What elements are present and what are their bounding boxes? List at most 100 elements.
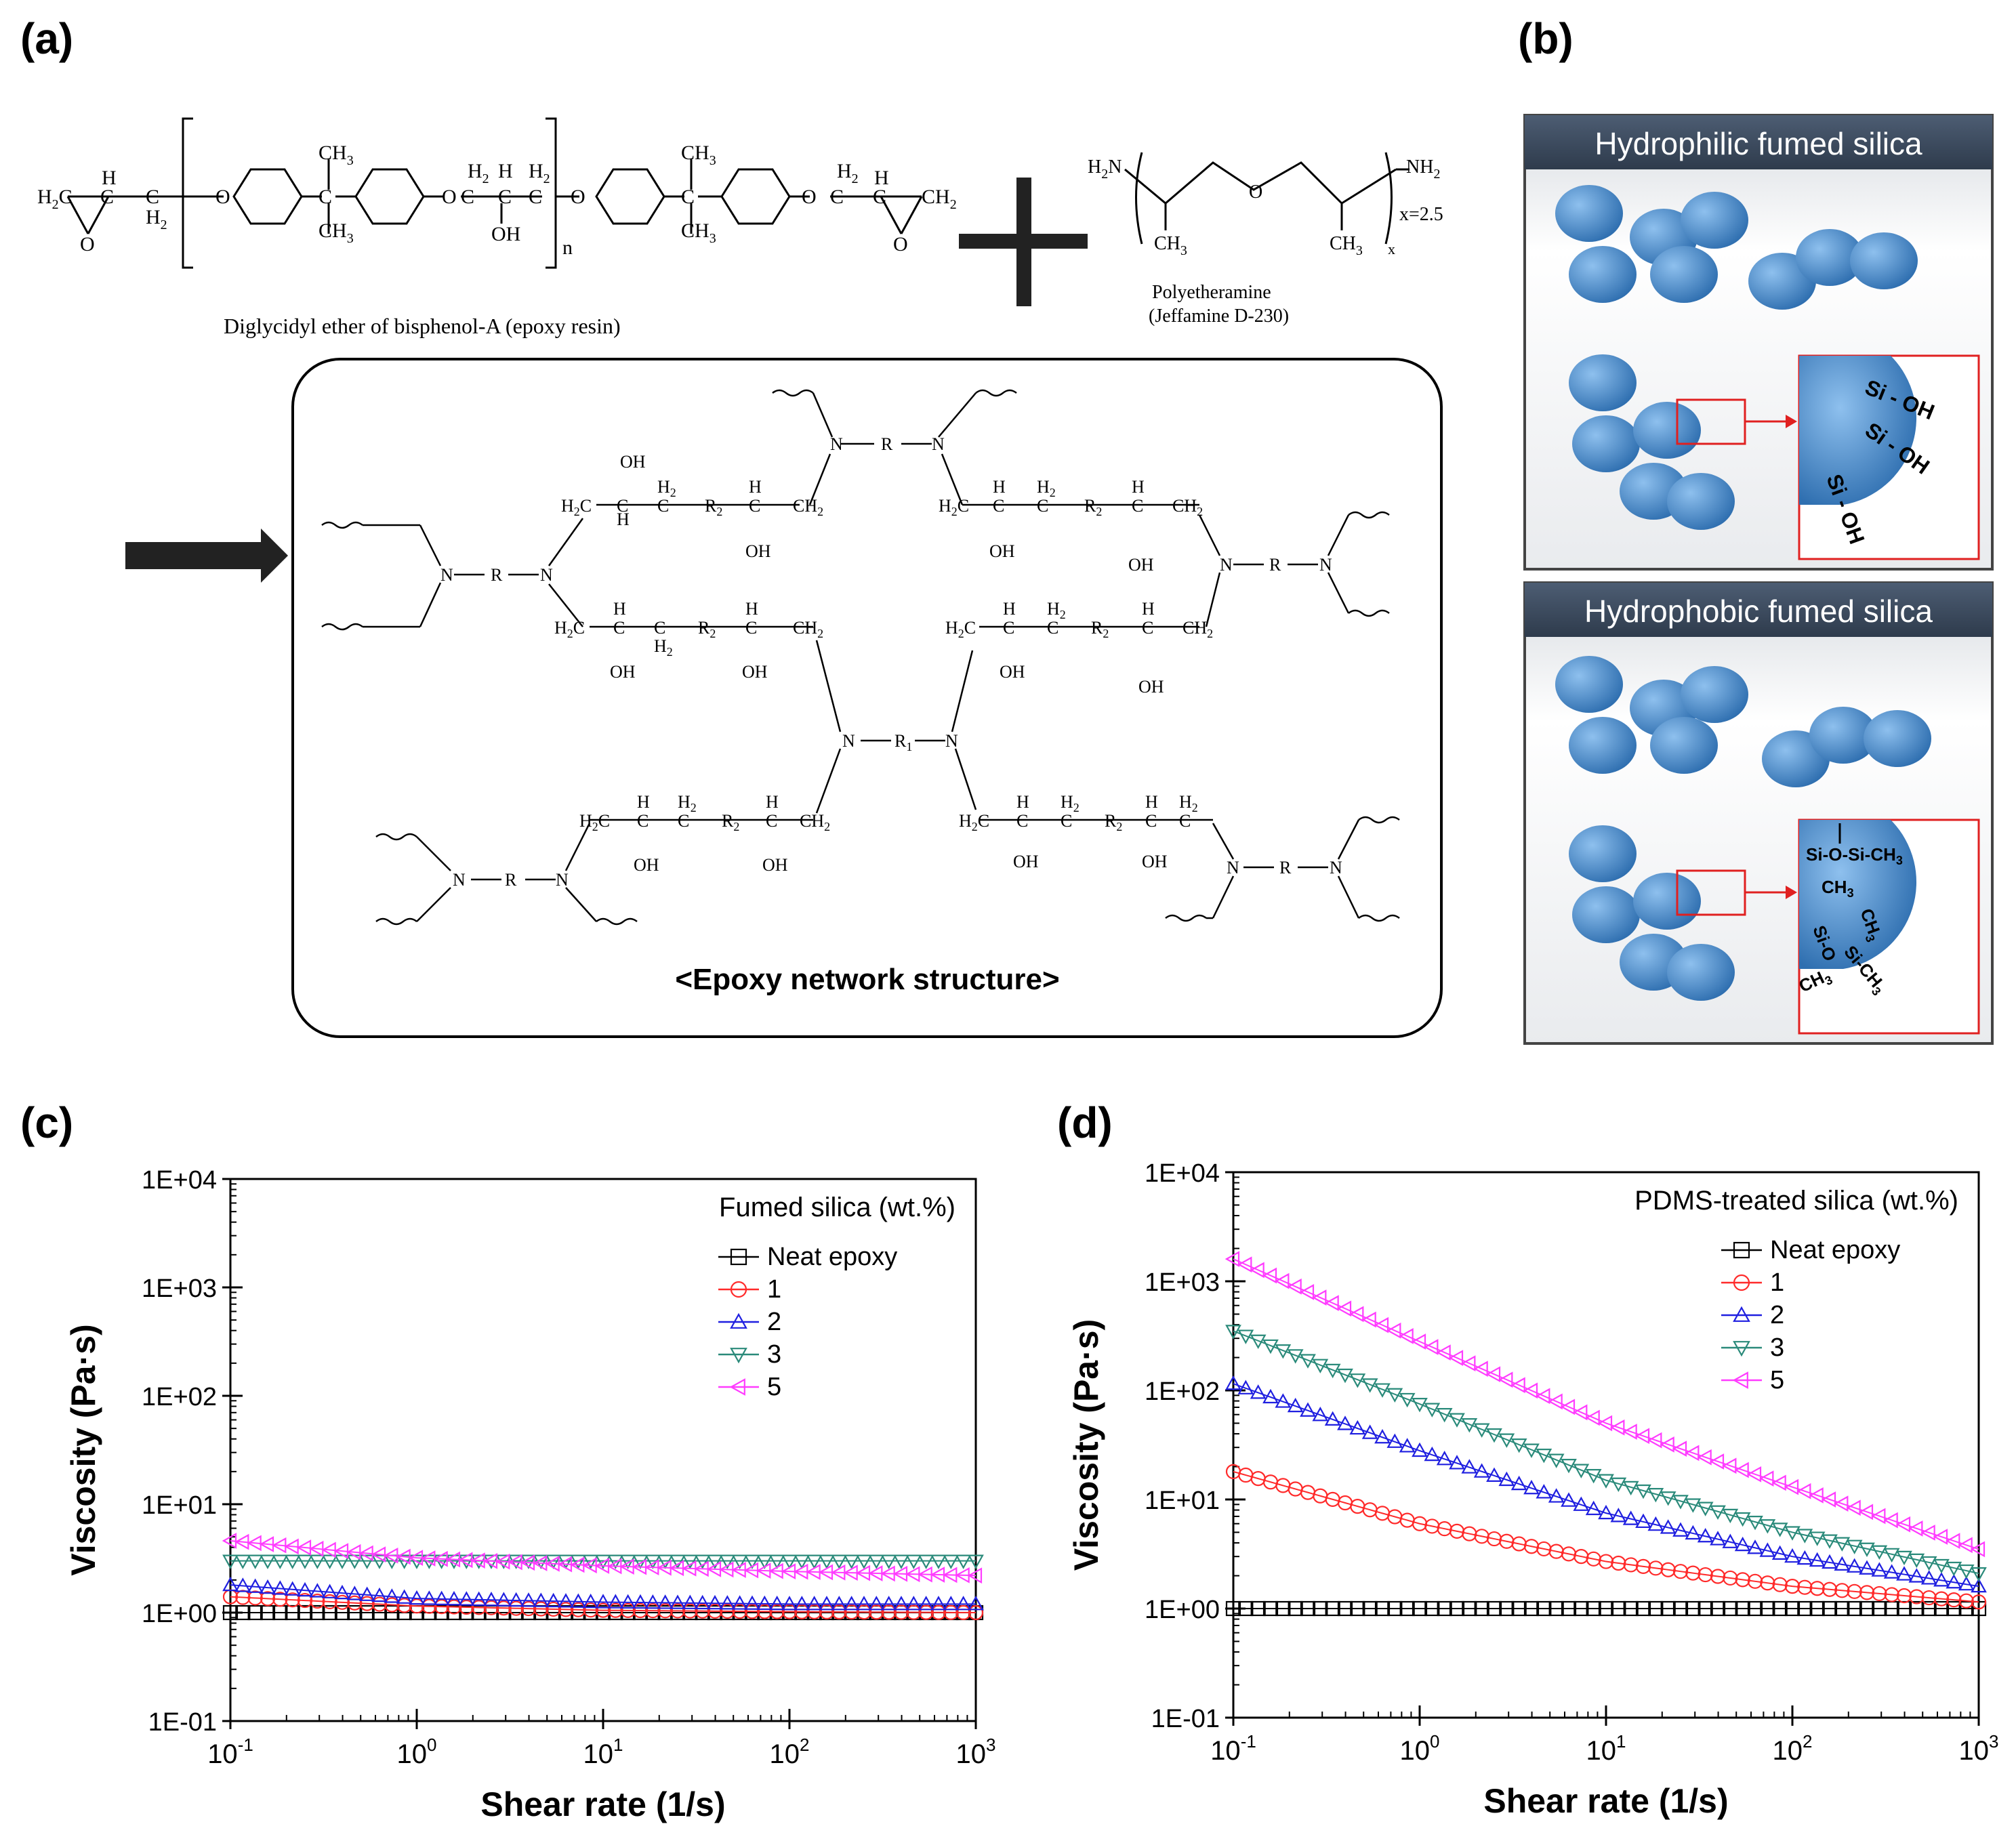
data-point bbox=[1660, 1562, 1676, 1577]
data-point bbox=[483, 1592, 499, 1607]
data-point bbox=[670, 1554, 686, 1569]
svg-text:R1: R1 bbox=[894, 731, 912, 753]
amine-caption-1: Polyetheramine bbox=[1152, 282, 1271, 303]
y-tick-label: 1E+03 bbox=[1145, 1268, 1220, 1297]
data-point bbox=[595, 1602, 611, 1618]
data-point bbox=[1275, 1272, 1290, 1289]
data-point bbox=[582, 1554, 599, 1569]
data-point bbox=[1834, 1600, 1850, 1617]
svg-text:N: N bbox=[440, 565, 453, 585]
data-point bbox=[657, 1603, 673, 1619]
y-axis-label: Viscosity (Pa·s) bbox=[68, 1324, 102, 1575]
legend-label: 3 bbox=[767, 1340, 781, 1369]
panel-label-c: (c) bbox=[20, 1098, 74, 1147]
chem-h2-b: H2 bbox=[529, 160, 550, 186]
data-point bbox=[1573, 1404, 1588, 1421]
data-point bbox=[222, 1604, 239, 1621]
data-point bbox=[607, 1594, 624, 1609]
data-point bbox=[955, 1604, 971, 1621]
svg-text:N: N bbox=[830, 434, 843, 454]
data-point bbox=[409, 1598, 425, 1614]
chem-c-left: C bbox=[100, 186, 114, 208]
data-point bbox=[1300, 1402, 1316, 1417]
data-point bbox=[1784, 1526, 1801, 1541]
data-point bbox=[719, 1595, 736, 1610]
jeff-nh2: NH2 bbox=[1406, 157, 1440, 182]
data-point bbox=[1796, 1529, 1813, 1544]
data-point bbox=[1884, 1587, 1899, 1602]
data-point bbox=[769, 1604, 785, 1619]
data-point bbox=[347, 1604, 363, 1621]
data-point bbox=[694, 1594, 711, 1610]
data-point bbox=[757, 1604, 773, 1619]
data-point bbox=[346, 1544, 361, 1560]
data-point bbox=[1958, 1593, 1974, 1609]
jeff-ch3-right: CH3 bbox=[1330, 233, 1363, 258]
svg-text:R2: R2 bbox=[722, 811, 739, 833]
data-point bbox=[744, 1595, 760, 1610]
chem-ch3-bot1: CH3 bbox=[318, 220, 354, 246]
data-point bbox=[893, 1554, 909, 1569]
svg-text:N: N bbox=[945, 731, 958, 751]
chem-o4: O bbox=[802, 186, 817, 208]
data-point bbox=[309, 1554, 326, 1569]
svg-text:CH2: CH2 bbox=[800, 811, 830, 833]
data-point bbox=[1759, 1470, 1774, 1487]
data-point bbox=[1834, 1537, 1851, 1552]
data-point bbox=[1262, 1600, 1279, 1617]
data-point bbox=[756, 1554, 773, 1569]
data-point bbox=[234, 1577, 251, 1592]
data-point bbox=[446, 1590, 462, 1606]
legend-label: Neat epoxy bbox=[767, 1243, 897, 1271]
data-point bbox=[1374, 1383, 1391, 1398]
data-point bbox=[1474, 1600, 1489, 1617]
data-point bbox=[868, 1554, 885, 1569]
data-point bbox=[1324, 1363, 1341, 1379]
svg-text:N: N bbox=[540, 565, 553, 585]
plus-sign-v bbox=[1016, 178, 1031, 306]
data-point bbox=[1722, 1533, 1739, 1548]
data-point bbox=[1300, 1600, 1316, 1617]
data-point bbox=[806, 1596, 823, 1611]
svg-text:R: R bbox=[1269, 555, 1281, 575]
data-point bbox=[1697, 1449, 1712, 1466]
y-tick-label: 1E+04 bbox=[1145, 1159, 1220, 1188]
data-point bbox=[1561, 1492, 1577, 1507]
data-point bbox=[1362, 1600, 1378, 1617]
data-point bbox=[322, 1594, 337, 1610]
data-point bbox=[1225, 1375, 1241, 1390]
data-point bbox=[819, 1596, 835, 1611]
svg-text:OH: OH bbox=[1142, 852, 1168, 871]
y-tick-label: 1E+00 bbox=[1145, 1596, 1220, 1624]
chem-n-repeat: n bbox=[562, 236, 573, 259]
data-point bbox=[1859, 1585, 1875, 1600]
data-point bbox=[1449, 1413, 1465, 1428]
data-point bbox=[284, 1581, 301, 1596]
data-point bbox=[371, 1554, 388, 1569]
data-point bbox=[1821, 1491, 1836, 1508]
data-point bbox=[1585, 1469, 1602, 1484]
data-point bbox=[918, 1604, 934, 1620]
data-point bbox=[695, 1603, 710, 1619]
data-point bbox=[906, 1604, 922, 1620]
data-point bbox=[720, 1603, 735, 1619]
chem-h2-right: H2 bbox=[837, 160, 859, 186]
data-point bbox=[1809, 1581, 1825, 1596]
data-point bbox=[1412, 1600, 1428, 1617]
data-point bbox=[1908, 1520, 1923, 1537]
data-point bbox=[1883, 1512, 1898, 1529]
data-point bbox=[1473, 1463, 1490, 1478]
data-point bbox=[1337, 1415, 1353, 1430]
data-point bbox=[707, 1603, 723, 1619]
data-point bbox=[881, 1604, 897, 1620]
data-point bbox=[358, 1586, 375, 1601]
data-point bbox=[409, 1590, 425, 1605]
data-point bbox=[1946, 1600, 1962, 1617]
legend-label: 5 bbox=[767, 1373, 781, 1401]
chem-c2-right: C bbox=[873, 186, 886, 208]
data-point bbox=[346, 1586, 363, 1600]
svg-text:H: H bbox=[613, 599, 626, 619]
data-point bbox=[844, 1604, 859, 1620]
data-point bbox=[1449, 1600, 1465, 1617]
jeff-h2n: H2N bbox=[1088, 157, 1122, 182]
